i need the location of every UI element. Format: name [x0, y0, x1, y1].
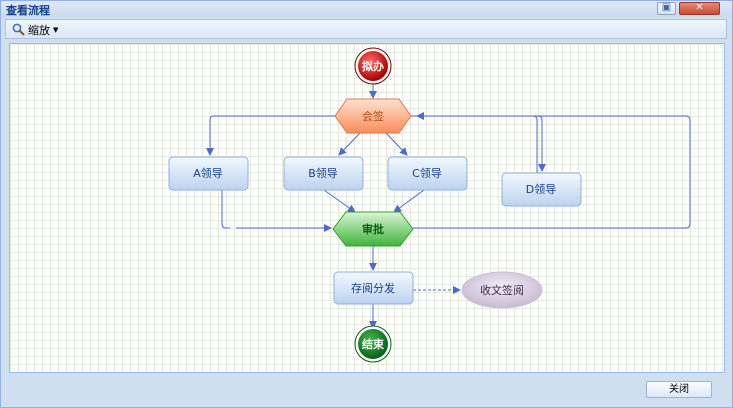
close-icon: ✕	[695, 2, 704, 13]
leader-b-label: B领导	[308, 167, 338, 180]
approve-node-label: 审批	[362, 222, 384, 236]
window-titlebar[interactable]: 查看流程 ▣ ✕	[1, 1, 732, 17]
connector-a-approve	[221, 190, 230, 229]
connector-countersign-c	[385, 132, 408, 156]
leader-c-node[interactable]: C领导	[387, 156, 468, 191]
approve-node[interactable]: 审批	[332, 211, 414, 247]
leader-b-node[interactable]: B领导	[283, 156, 364, 191]
connector-c-approve	[393, 189, 425, 213]
countersign-node[interactable]: 会签	[334, 98, 412, 134]
toolbar: 缩放 ▼	[5, 19, 727, 39]
magnifier-icon	[12, 23, 25, 36]
connector-b-approve	[323, 189, 356, 213]
end-node-label: 结束	[361, 337, 385, 351]
flow-diagram: 拟办 会签 A领导 B领导 C领导 D领导	[168, 47, 691, 363]
close-button-label: 关闭	[669, 384, 689, 395]
leader-d-node[interactable]: D领导	[501, 172, 582, 207]
close-button[interactable]: 关闭	[646, 381, 712, 398]
zoom-menu-button[interactable]: 缩放 ▼	[12, 22, 58, 37]
start-node-label: 拟办	[362, 59, 384, 73]
leader-a-label: A领导	[193, 167, 223, 180]
flow-canvas[interactable]: 拟办 会签 A领导 B领导 C领导 D领导	[9, 43, 725, 373]
connectors	[206, 83, 691, 329]
archive-node[interactable]: 存阅分发	[333, 271, 414, 305]
dropdown-arrow-icon: ▼	[53, 25, 59, 34]
leader-c-label: C领导	[412, 167, 442, 180]
leader-d-label: D领导	[526, 183, 556, 196]
receipt-node[interactable]: 收文签阅	[461, 271, 543, 309]
leader-a-node[interactable]: A领导	[168, 156, 249, 191]
countersign-node-label: 会签	[362, 109, 384, 123]
zoom-label: 缩放	[28, 23, 50, 37]
start-node[interactable]: 拟办	[354, 47, 392, 85]
receipt-node-label: 收文签阅	[480, 283, 524, 297]
restore-icon: ▣	[661, 2, 672, 13]
window-title: 查看流程	[6, 4, 50, 17]
close-window-button[interactable]: ✕	[679, 2, 720, 15]
end-node[interactable]: 结束	[354, 325, 392, 363]
connector-countersign-b	[338, 132, 361, 156]
restore-button[interactable]: ▣	[657, 2, 676, 15]
connector-countersign-a	[206, 115, 335, 156]
archive-node-label: 存阅分发	[351, 281, 395, 295]
connector-approve-loop	[413, 112, 691, 229]
